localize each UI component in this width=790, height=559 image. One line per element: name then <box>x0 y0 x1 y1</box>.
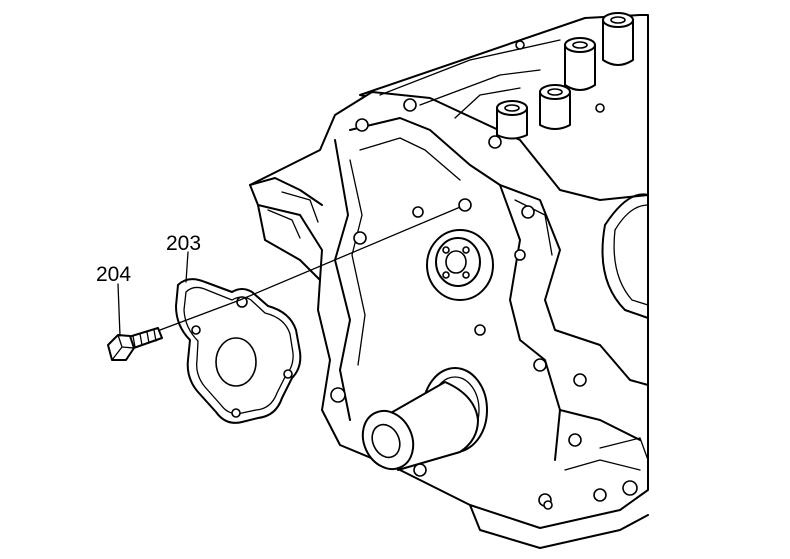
gasket-part <box>175 278 302 424</box>
crankshaft-nose <box>361 367 488 471</box>
cylinder-head-bosses <box>496 12 634 140</box>
callout-203: 203 <box>166 232 201 255</box>
alignment-target-hole <box>458 198 472 212</box>
camshaft-hub <box>426 229 494 301</box>
alignment-line <box>159 204 466 331</box>
engine-block <box>249 12 649 549</box>
leader-line-204 <box>117 283 121 337</box>
callout-204: 204 <box>96 263 131 286</box>
leader-line-203 <box>185 251 189 283</box>
bolt-part <box>107 327 163 361</box>
